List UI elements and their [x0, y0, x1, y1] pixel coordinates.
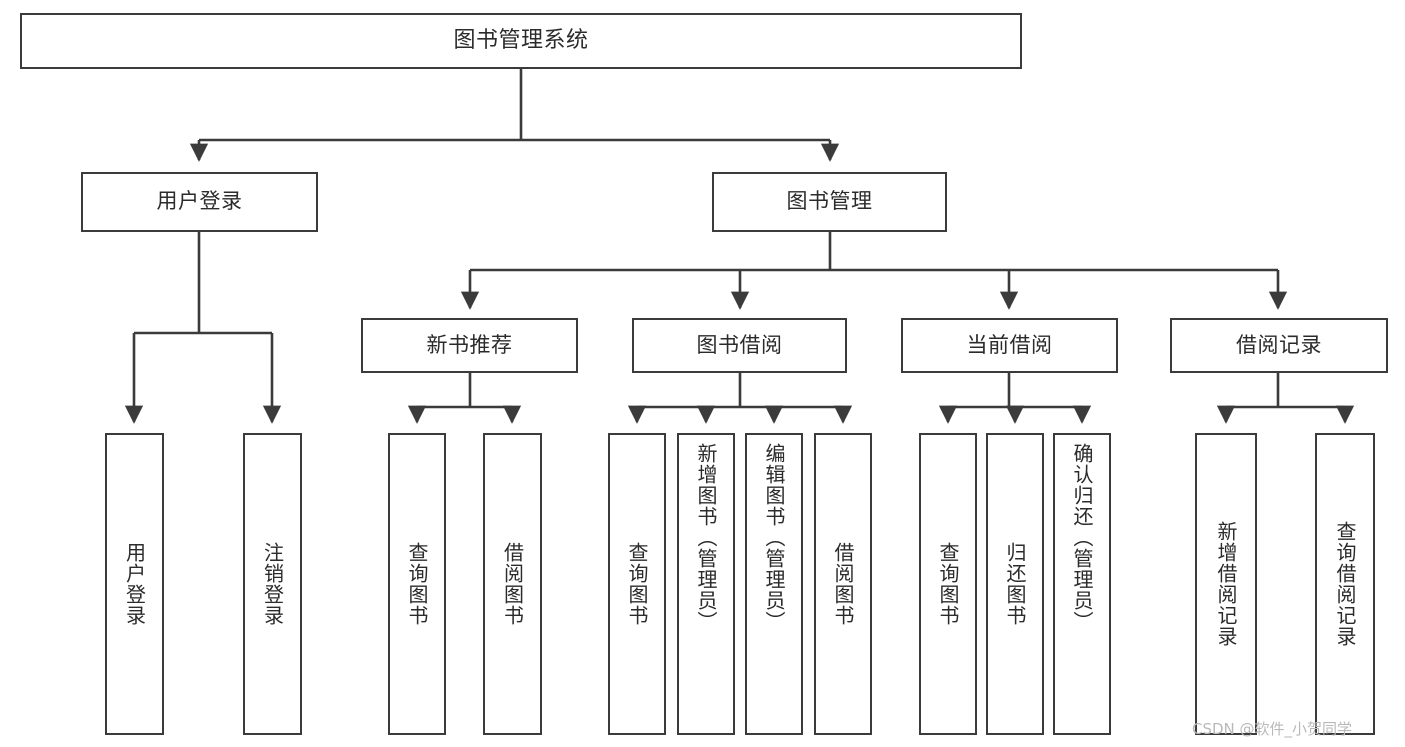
node-new-book-rec-label: 新书推荐: [426, 332, 513, 357]
node-leaf-add-record-label: 新增借阅记录: [1214, 521, 1238, 647]
node-leaf-user-logout-label: 注销登录: [260, 542, 285, 626]
node-leaf-add-book[interactable]: 新增图书（管理员）: [677, 433, 735, 735]
node-leaf-query-book-1-label: 查询图书: [405, 542, 429, 626]
node-leaf-query-book-3-label: 查询图书: [936, 542, 960, 626]
node-leaf-query-book-2-label: 查询图书: [625, 542, 649, 626]
node-leaf-user-login-label: 用户登录: [122, 542, 147, 626]
node-root[interactable]: 图书管理系统: [20, 13, 1022, 69]
node-leaf-borrow-book-1[interactable]: 借阅图书: [483, 433, 542, 735]
node-book-manage-label: 图书管理: [786, 189, 873, 214]
node-current-borrow-label: 当前借阅: [966, 332, 1053, 357]
node-leaf-query-book-1[interactable]: 查询图书: [388, 433, 446, 735]
node-current-borrow[interactable]: 当前借阅: [901, 318, 1118, 373]
node-leaf-confirm-return-label: 确认归还（管理员）: [1070, 443, 1094, 632]
node-leaf-add-record[interactable]: 新增借阅记录: [1195, 433, 1257, 735]
node-borrow-record-label: 借阅记录: [1236, 332, 1322, 357]
node-leaf-return-book[interactable]: 归还图书: [986, 433, 1044, 735]
node-leaf-confirm-return[interactable]: 确认归还（管理员）: [1053, 433, 1111, 735]
node-new-book-rec[interactable]: 新书推荐: [361, 318, 578, 373]
node-leaf-add-book-label: 新增图书（管理员）: [694, 443, 718, 632]
node-leaf-borrow-book-1-label: 借阅图书: [500, 542, 525, 626]
node-leaf-query-book-2[interactable]: 查询图书: [608, 433, 666, 735]
node-leaf-edit-book[interactable]: 编辑图书（管理员）: [745, 433, 803, 735]
watermark: CSDN @软件_小贺同学: [1192, 720, 1353, 738]
node-leaf-return-book-label: 归还图书: [1003, 542, 1027, 626]
node-root-label: 图书管理系统: [453, 27, 589, 53]
node-leaf-query-record-label: 查询借阅记录: [1333, 521, 1357, 647]
node-user-login[interactable]: 用户登录: [81, 172, 318, 232]
node-leaf-user-login[interactable]: 用户登录: [105, 433, 164, 735]
node-leaf-query-record[interactable]: 查询借阅记录: [1315, 433, 1375, 735]
node-book-manage[interactable]: 图书管理: [712, 172, 947, 232]
node-book-borrow-label: 图书借阅: [696, 332, 783, 357]
node-user-login-label: 用户登录: [156, 189, 243, 214]
node-leaf-user-logout[interactable]: 注销登录: [243, 433, 302, 735]
node-borrow-record[interactable]: 借阅记录: [1170, 318, 1388, 373]
node-leaf-query-book-3[interactable]: 查询图书: [919, 433, 977, 735]
node-leaf-borrow-book-2-label: 借阅图书: [831, 542, 855, 626]
node-book-borrow[interactable]: 图书借阅: [632, 318, 847, 373]
node-leaf-edit-book-label: 编辑图书（管理员）: [762, 443, 786, 632]
node-leaf-borrow-book-2[interactable]: 借阅图书: [814, 433, 872, 735]
